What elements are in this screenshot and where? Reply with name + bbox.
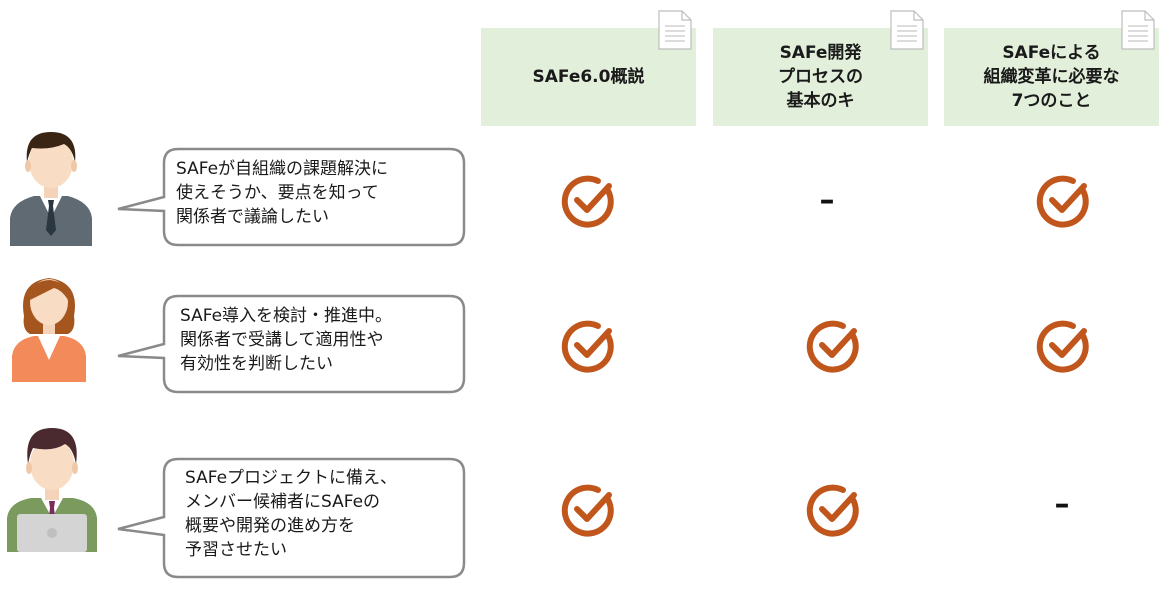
persona-need-text: SAFeが自組織の課題解決に 使えそうか、要点を知って 関係者で議論したい (176, 159, 389, 227)
document-icon (890, 10, 924, 50)
document-icon (1121, 10, 1155, 50)
check-icon (561, 320, 614, 373)
column-header-safe-dev-process: SAFe開発 プロセスの 基本のキ (713, 10, 928, 126)
check-icon (1036, 175, 1089, 228)
businessman-icon (10, 132, 92, 246)
column-header-safe-overview: SAFe6.0概説 (481, 10, 696, 126)
check-icon (561, 175, 614, 228)
not-applicable-mark: – (1054, 487, 1070, 522)
check-icon (561, 484, 614, 537)
column-header-label: SAFe開発 プロセスの 基本のキ (778, 43, 863, 111)
speech-bubble (117, 294, 466, 394)
column-header-label: SAFeによる 組織変革に必要な 7つのこと (983, 43, 1120, 111)
check-icon (806, 320, 859, 373)
laptop-worker-icon (7, 428, 97, 552)
column-header-safe-org-transformation: SAFeによる 組織変革に必要な 7つのこと (944, 10, 1159, 126)
speech-bubble (117, 147, 466, 247)
check-icon (806, 484, 859, 537)
check-icon (1036, 320, 1089, 373)
persona-need-text: SAFe導入を検討・推進中。 関係者で受講して適用性や 有効性を判断したい (180, 306, 393, 374)
document-icon (658, 10, 692, 50)
businesswoman-icon (12, 278, 86, 382)
persona-need-text: SAFeプロジェクトに備え、 メンバー候補者にSAFeの 概要や開発の進め方を … (185, 468, 398, 560)
speech-bubble (117, 457, 466, 579)
not-applicable-mark: – (819, 183, 835, 218)
column-header-label: SAFe6.0概説 (532, 67, 645, 87)
